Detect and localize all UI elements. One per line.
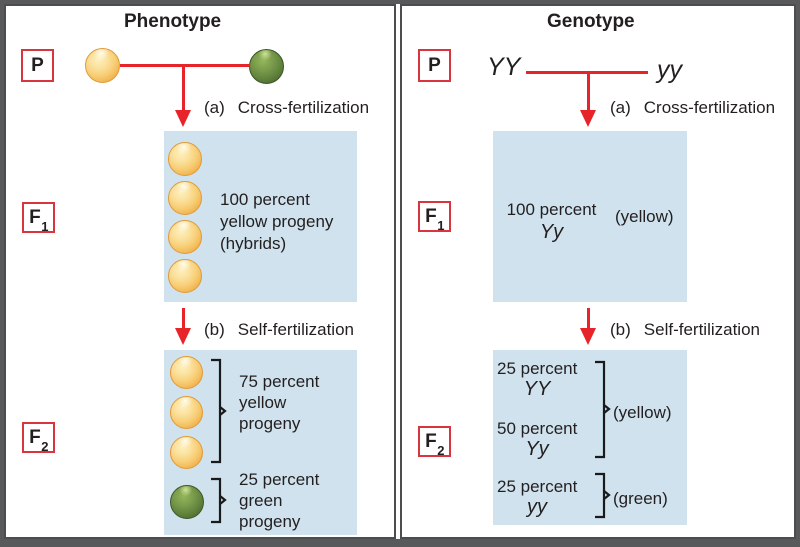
f2-green-line-2: green xyxy=(239,491,283,510)
f1-label-text: F1 xyxy=(29,206,49,235)
p-label-text: P xyxy=(428,54,441,76)
f2-row-percent: 25 percent xyxy=(497,477,578,496)
yellow-pea-icon xyxy=(168,220,202,254)
f2-row-genotype: Yy xyxy=(525,438,549,460)
f2-green-line-3: progeny xyxy=(239,512,301,531)
down-arrow-icon xyxy=(580,110,596,127)
yellow-group-brace-icon xyxy=(211,358,227,464)
caption-text: Self-fertilization xyxy=(643,320,760,339)
f1-generation-label: F1 xyxy=(418,201,451,232)
green-pea-icon xyxy=(249,49,284,84)
f2-yellow-line-3: progeny xyxy=(239,414,301,433)
p-generation-label: P xyxy=(418,49,451,82)
down-arrow-icon xyxy=(580,328,596,345)
caption-prefix: (a) xyxy=(610,98,631,117)
f2-yellow-line-1: 75 percent xyxy=(239,372,320,391)
down-arrow-icon xyxy=(175,110,191,127)
f2-green-phenotype-note: (green) xyxy=(613,489,668,508)
f2-row-genotype: yy xyxy=(527,496,547,518)
f1-phenotype-note: (yellow) xyxy=(615,207,674,226)
f2-label-text: F2 xyxy=(425,430,445,459)
p-generation-label: P xyxy=(21,49,54,82)
self-arrow-shaft xyxy=(182,308,185,330)
p-label-text: P xyxy=(31,54,44,76)
f2-row-percent: 25 percent xyxy=(497,359,578,378)
caption-prefix: (a) xyxy=(204,98,225,117)
yellow-group-brace-icon xyxy=(595,360,611,459)
f2-generation-label: F2 xyxy=(418,426,451,457)
f1-genotype-box xyxy=(493,131,687,302)
f1-result-text: 100 percent Yy xyxy=(494,199,609,243)
yellow-pea-icon xyxy=(170,396,203,429)
yellow-pea-icon xyxy=(85,48,120,83)
f1-line-1: 100 percent xyxy=(220,190,310,209)
cross-arrow-shaft xyxy=(182,65,185,111)
phenotype-panel: Phenotype P (a) Cross-fertilization 100 p… xyxy=(4,4,396,539)
f2-row-yy-dominant: 25 percent YY xyxy=(497,358,577,400)
parent-genotype-yy-recessive: yy xyxy=(657,56,682,84)
f2-genotype-box xyxy=(493,350,687,525)
genotype-panel: Genotype P YY yy (a)Cross-fertilization … xyxy=(400,4,796,539)
green-group-brace-icon xyxy=(211,477,227,524)
genotype-title: Genotype xyxy=(547,11,635,32)
caption-text: Self-fertilization xyxy=(237,320,354,339)
yellow-pea-icon xyxy=(170,436,203,469)
f1-percent: 100 percent xyxy=(506,200,597,219)
caption-text: Cross-fertilization xyxy=(643,98,776,117)
caption-prefix: (b) xyxy=(610,320,631,339)
f2-yellow-line-2: yellow xyxy=(239,393,287,412)
f2-row-yy-hetero: 50 percent Yy xyxy=(497,418,577,460)
cross-line xyxy=(120,64,250,67)
f2-green-line-1: 25 percent xyxy=(239,470,320,489)
f1-line-2: yellow progeny xyxy=(220,212,334,231)
down-arrow-icon xyxy=(175,328,191,345)
f1-result-text: 100 percent yellow progeny (hybrids) xyxy=(220,189,333,255)
yellow-pea-icon xyxy=(168,259,202,293)
f2-row-genotype: YY xyxy=(523,378,551,400)
yellow-pea-icon xyxy=(168,181,202,215)
f2-row-percent: 50 percent xyxy=(497,419,578,438)
yellow-pea-icon xyxy=(168,142,202,176)
cross-fertilization-caption: (a) Cross-fertilization xyxy=(610,98,775,118)
f1-genotype: Yy xyxy=(539,221,564,243)
f2-yellow-phenotype-note: (yellow) xyxy=(613,403,672,422)
cross-fertilization-caption: (a) Cross-fertilization xyxy=(204,98,369,118)
f2-label-text: F2 xyxy=(29,426,49,455)
f2-generation-label: F2 xyxy=(22,422,55,453)
phenotype-title: Phenotype xyxy=(124,11,222,32)
f1-line-3: (hybrids) xyxy=(220,234,287,253)
green-group-brace-icon xyxy=(595,472,611,519)
caption-prefix: (b) xyxy=(204,320,225,339)
caption-text: Cross-fertilization xyxy=(237,98,370,117)
f2-green-text: 25 percent green progeny xyxy=(239,469,319,532)
cross-arrow-shaft xyxy=(587,72,590,114)
green-pea-icon xyxy=(170,485,204,519)
f2-yellow-text: 75 percent yellow progeny xyxy=(239,371,319,434)
parent-genotype-yy-dominant: YY xyxy=(487,53,521,81)
self-fertilization-caption: (b) Self-fertilization xyxy=(610,320,760,340)
f1-generation-label: F1 xyxy=(22,202,55,233)
f1-label-text: F1 xyxy=(425,205,445,234)
f2-row-yy-recessive: 25 percent yy xyxy=(497,476,577,518)
self-fertilization-caption: (b) Self-fertilization xyxy=(204,320,354,340)
self-arrow-shaft xyxy=(587,308,590,330)
yellow-pea-icon xyxy=(170,356,203,389)
